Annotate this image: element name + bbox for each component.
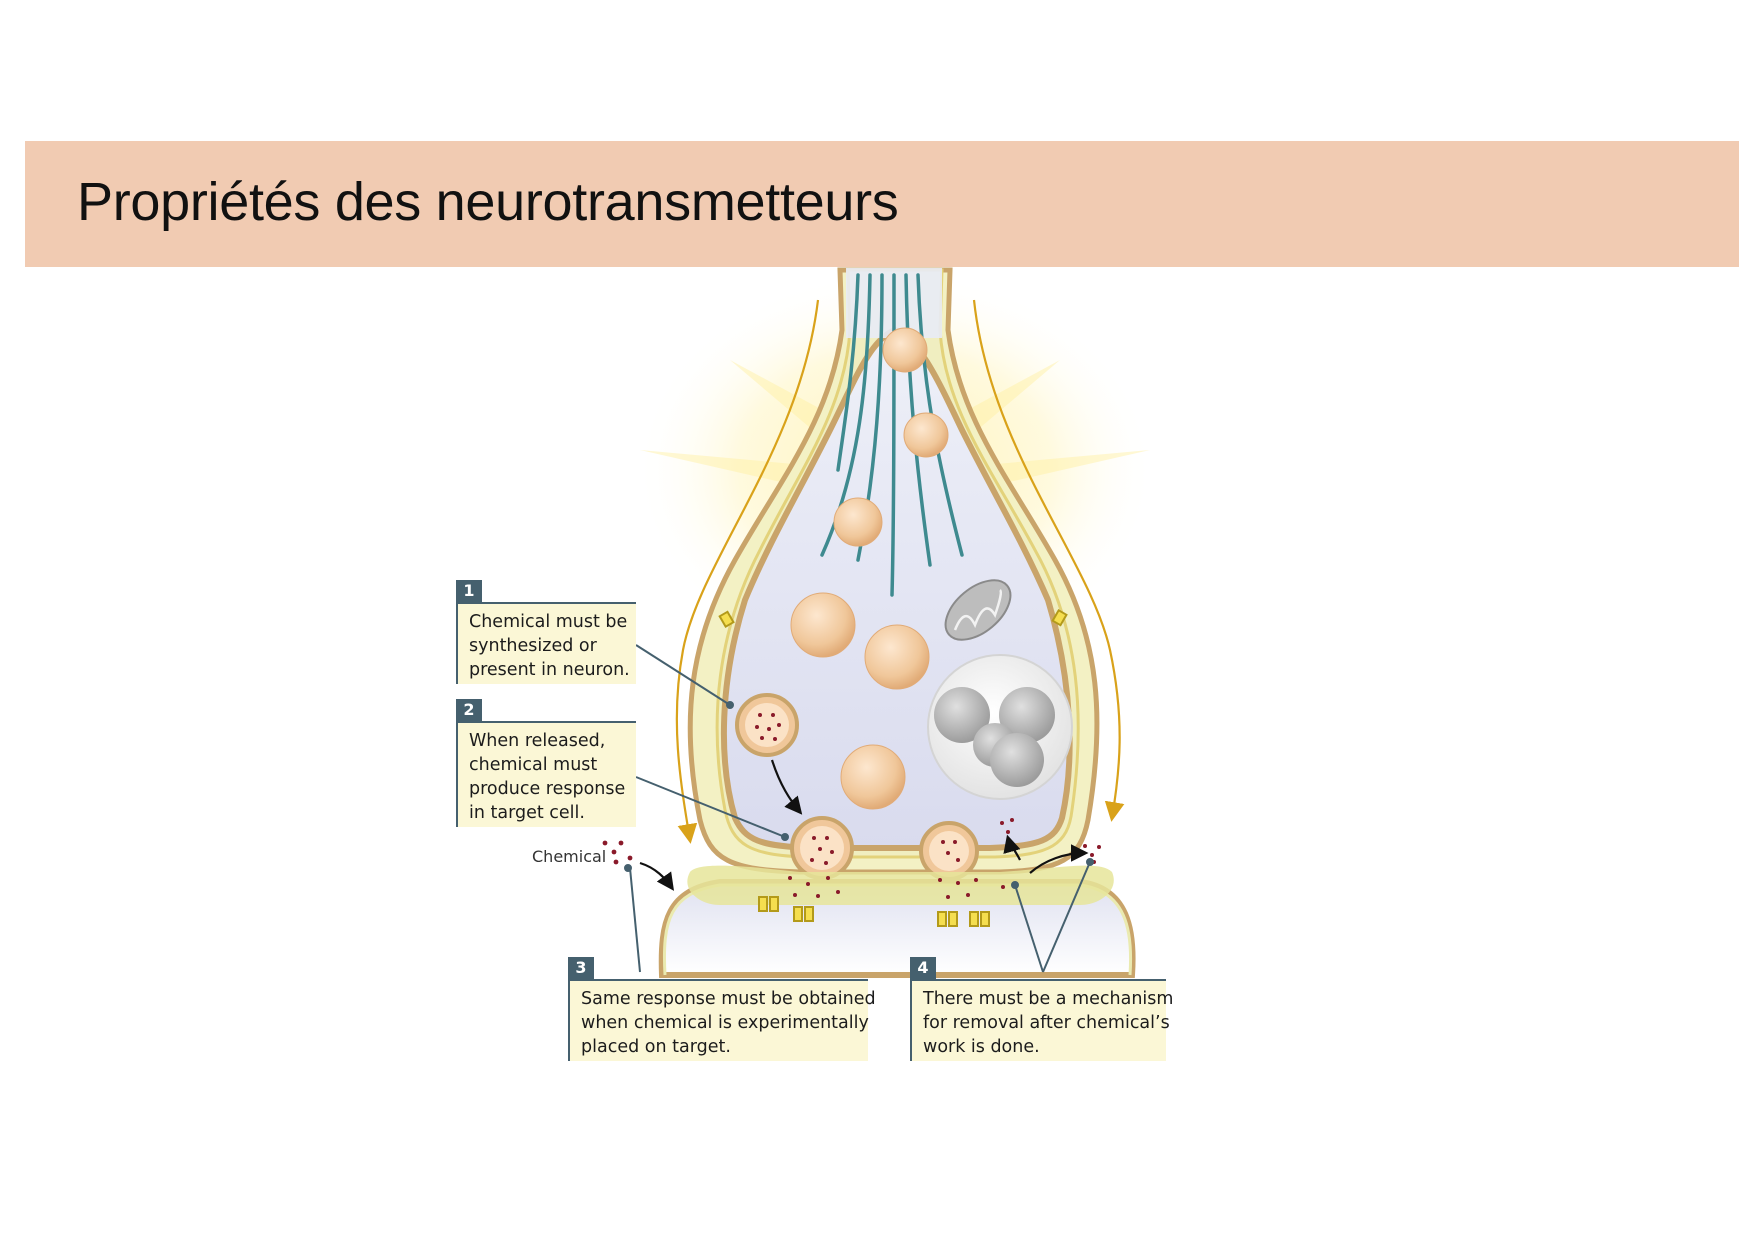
chemical-label: Chemical <box>532 847 607 866</box>
callout-2-line-3: produce response <box>469 779 626 799</box>
nucleus <box>927 654 1073 800</box>
callout-1-line-1: Chemical must be <box>469 612 628 632</box>
docked-vesicle-left <box>790 816 854 880</box>
callout-pointers <box>624 644 1094 973</box>
callout-1-line-2: synthesized or <box>469 636 597 656</box>
receptors <box>718 608 1068 927</box>
callout-2-line-1: When released, <box>469 731 606 751</box>
docked-vesicle-right <box>919 821 979 881</box>
callout-3-line-2: when chemical is experimentally <box>581 1013 869 1033</box>
callout-1-line-3: present in neuron. <box>469 660 630 680</box>
synaptic-vesicles <box>790 327 949 810</box>
callout-2-line-2: chemical must <box>469 755 598 775</box>
callout-3: 3 Same response must be obtained when ch… <box>568 957 876 1061</box>
callout-2: 2 When released, chemical must produce r… <box>456 699 636 827</box>
callout-4-line-2: for removal after chemical’s <box>923 1013 1170 1033</box>
callout-3-line-3: placed on target. <box>581 1037 731 1057</box>
callout-4-number: 4 <box>910 957 936 979</box>
callout-3-line-1: Same response must be obtained <box>581 989 876 1009</box>
process-arrows <box>639 759 1089 891</box>
callout-1: 1 Chemical must be synthesized or presen… <box>456 580 636 684</box>
callout-4-line-3: work is done. <box>923 1037 1040 1057</box>
title-bar: Propriétés des neurotransmetteurs <box>25 141 1739 267</box>
vesicle-filled-1 <box>735 693 799 757</box>
callout-2-line-4: in target cell. <box>469 803 585 823</box>
callout-4-line-1: There must be a mechanism <box>923 989 1174 1009</box>
callout-1-number: 1 <box>456 580 482 602</box>
callout-4: 4 There must be a mechanism for removal … <box>910 957 1174 1061</box>
flow-arrows <box>675 299 1125 844</box>
mitochondrion <box>944 579 1012 641</box>
slide-title: Propriétés des neurotransmetteurs <box>77 172 899 232</box>
callout-2-number: 2 <box>456 699 482 721</box>
callout-3-number: 3 <box>568 957 594 979</box>
